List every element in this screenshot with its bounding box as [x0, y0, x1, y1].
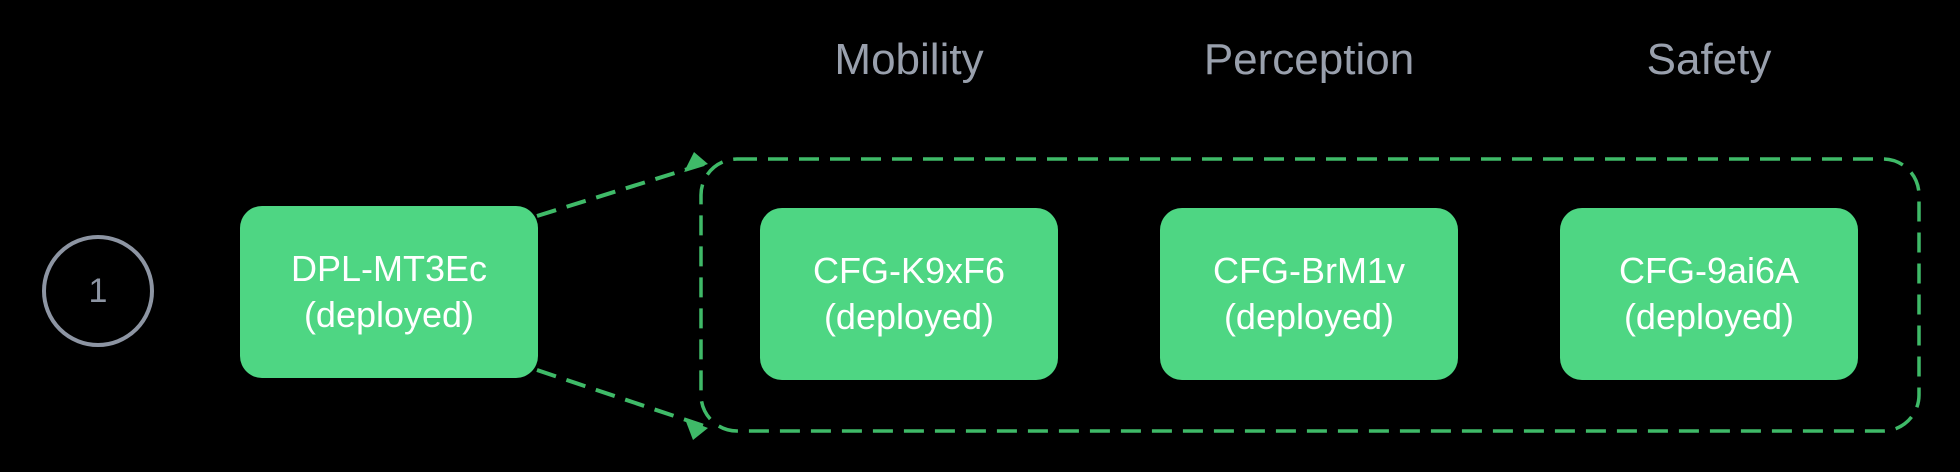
group-header-mobility: Mobility	[834, 35, 984, 84]
node-state-label: (deployed)	[1623, 296, 1795, 337]
group-header-perception: Perception	[1203, 35, 1415, 84]
step-badge: 1	[42, 235, 154, 347]
node-id-label: CFG-9ai6A	[1618, 249, 1800, 291]
node-config-safety[interactable]: CFG-9ai6A (deployed)	[1560, 208, 1858, 380]
connector-root-to-group-bottom	[536, 368, 708, 429]
group-header-safety: Safety	[1646, 35, 1772, 84]
connector-root-to-group-top	[536, 161, 708, 218]
node-config-perception[interactable]: CFG-BrM1v (deployed)	[1160, 208, 1458, 380]
node-id-label: DPL-MT3Ec	[290, 247, 488, 289]
node-state-label: (deployed)	[303, 294, 475, 335]
connector-edges	[536, 152, 708, 440]
arrowhead-group-bottom	[685, 419, 708, 440]
arrowhead-group-top	[684, 152, 708, 172]
node-deployment-root[interactable]: DPL-MT3Ec (deployed)	[240, 206, 538, 378]
step-badge-label: 1	[88, 272, 108, 310]
node-state-label: (deployed)	[1223, 296, 1395, 337]
node-state-label: (deployed)	[823, 296, 995, 337]
node-id-label: CFG-K9xF6	[812, 249, 1006, 291]
node-id-label: CFG-BrM1v	[1213, 249, 1405, 291]
node-config-mobility[interactable]: CFG-K9xF6 (deployed)	[760, 208, 1058, 380]
